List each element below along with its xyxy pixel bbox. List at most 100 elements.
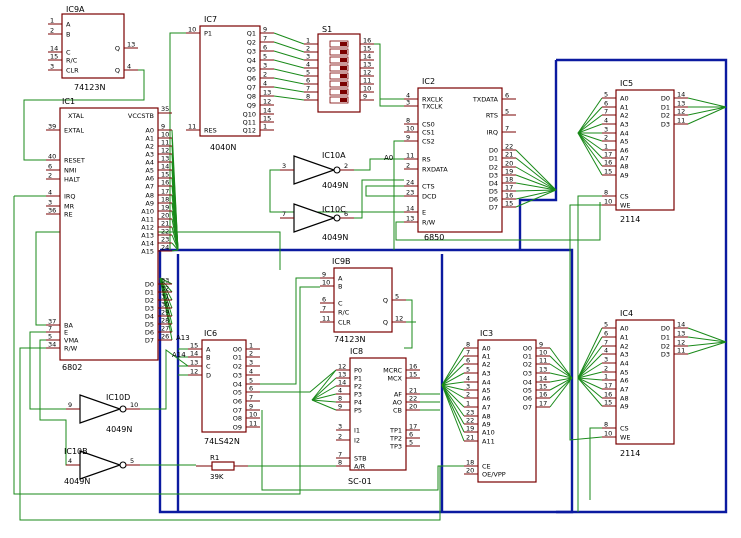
pin-name: Q5	[247, 66, 256, 74]
pin-name: A5	[620, 369, 629, 377]
pin-number: 6	[604, 100, 608, 108]
pin-name: O9	[233, 424, 242, 432]
wire	[441, 384, 465, 399]
pin-number: 17	[539, 400, 547, 408]
pin-number: 7	[263, 35, 267, 43]
pin-number: 12	[395, 315, 403, 323]
pin-name: A7	[620, 386, 629, 394]
net-label-a13: A13	[176, 334, 190, 342]
pin-number: 19	[466, 425, 474, 433]
pin-name: A4	[620, 360, 629, 368]
pin-number: 15	[604, 168, 612, 176]
pin-number: 1	[604, 373, 608, 381]
wire	[577, 353, 603, 379]
pin-name: STB	[354, 455, 367, 463]
pin-number: 13	[161, 155, 169, 163]
pin-number: 10	[539, 349, 547, 357]
pin-number: 16	[505, 192, 513, 200]
pin-number: 8	[466, 341, 470, 349]
pin-number: 16	[604, 391, 612, 399]
pin-name: D0	[661, 95, 670, 103]
pin-name: RESET	[64, 157, 85, 165]
pin-name: A6	[620, 377, 629, 385]
wire	[577, 377, 603, 381]
pin-name: A0	[145, 127, 154, 135]
pin-number: 10	[406, 125, 414, 133]
pin-name: A13	[141, 232, 154, 240]
pin-name: A9	[145, 200, 154, 208]
wire	[365, 185, 404, 197]
pin-name: IRQ	[64, 193, 76, 201]
pin-number: 31	[161, 293, 169, 301]
pin-name: A2	[620, 343, 629, 351]
wire	[311, 393, 337, 401]
wire	[549, 377, 573, 399]
pin-number: 4	[604, 117, 608, 125]
pin-number: 12	[363, 69, 371, 77]
pin-number: 3	[306, 53, 310, 61]
wire	[569, 204, 603, 441]
pin-name: D1	[661, 104, 670, 112]
gate-part: 4049N	[64, 477, 90, 486]
pin-name: A2	[482, 361, 491, 369]
pin-name: D3	[661, 121, 670, 129]
pin-number: 14	[161, 163, 169, 171]
pin-number: 2	[344, 162, 348, 170]
wire	[515, 182, 557, 191]
wire	[687, 97, 727, 108]
pin-number: 6	[604, 330, 608, 338]
wire	[577, 377, 603, 390]
pin-number: 14	[677, 91, 685, 99]
pin-number: 24	[406, 179, 414, 187]
wire	[273, 95, 305, 101]
wire	[441, 384, 465, 433]
pin-name: A10	[482, 429, 495, 437]
pin-name: D6	[145, 329, 154, 337]
pin-name: TP1	[389, 427, 402, 435]
pin-name: I2	[354, 437, 360, 445]
pin-number: 6	[322, 296, 326, 304]
chip-ref: IC9A	[66, 5, 85, 14]
chip-part: 6850	[424, 233, 444, 242]
pin-name: A7	[482, 404, 491, 412]
pin-number: 8	[338, 395, 342, 403]
pin-number: 21	[409, 387, 417, 395]
pin-name: A3	[145, 151, 154, 159]
resistor-ref: R1	[210, 454, 219, 462]
pin-name: A/R	[354, 463, 366, 471]
chip-ref: IC9B	[332, 257, 351, 266]
pin-number: 2	[306, 45, 310, 53]
pin-number: 2	[249, 350, 253, 358]
pin-name: VMA	[64, 337, 79, 345]
pin-number: 10	[188, 26, 196, 34]
pin-name: CS2	[422, 138, 435, 146]
pin-name: Q7	[247, 84, 256, 92]
wire	[441, 363, 465, 386]
chip-part: 4040N	[210, 143, 236, 152]
wire	[687, 336, 727, 343]
wire	[159, 277, 173, 341]
pin-name: D0	[145, 281, 154, 289]
pin-name: MCX	[387, 375, 402, 383]
pin-name: Q	[115, 45, 120, 53]
wire	[687, 327, 727, 343]
pin-name: TP3	[389, 443, 402, 451]
wire	[577, 362, 603, 379]
pin-number: 13	[363, 61, 371, 69]
pin-name: P1	[354, 375, 362, 383]
pin-name: A1	[620, 104, 629, 112]
pin-name: D7	[145, 337, 154, 345]
pin-name: A1	[482, 353, 491, 361]
pin-number: 7	[48, 325, 52, 333]
pin-name: B	[338, 283, 342, 291]
pin-name: O2	[233, 363, 242, 371]
pin-name: O5	[233, 389, 242, 397]
pin-name: O3	[523, 370, 532, 378]
pin-number: 7	[249, 394, 253, 402]
wire	[549, 377, 573, 408]
